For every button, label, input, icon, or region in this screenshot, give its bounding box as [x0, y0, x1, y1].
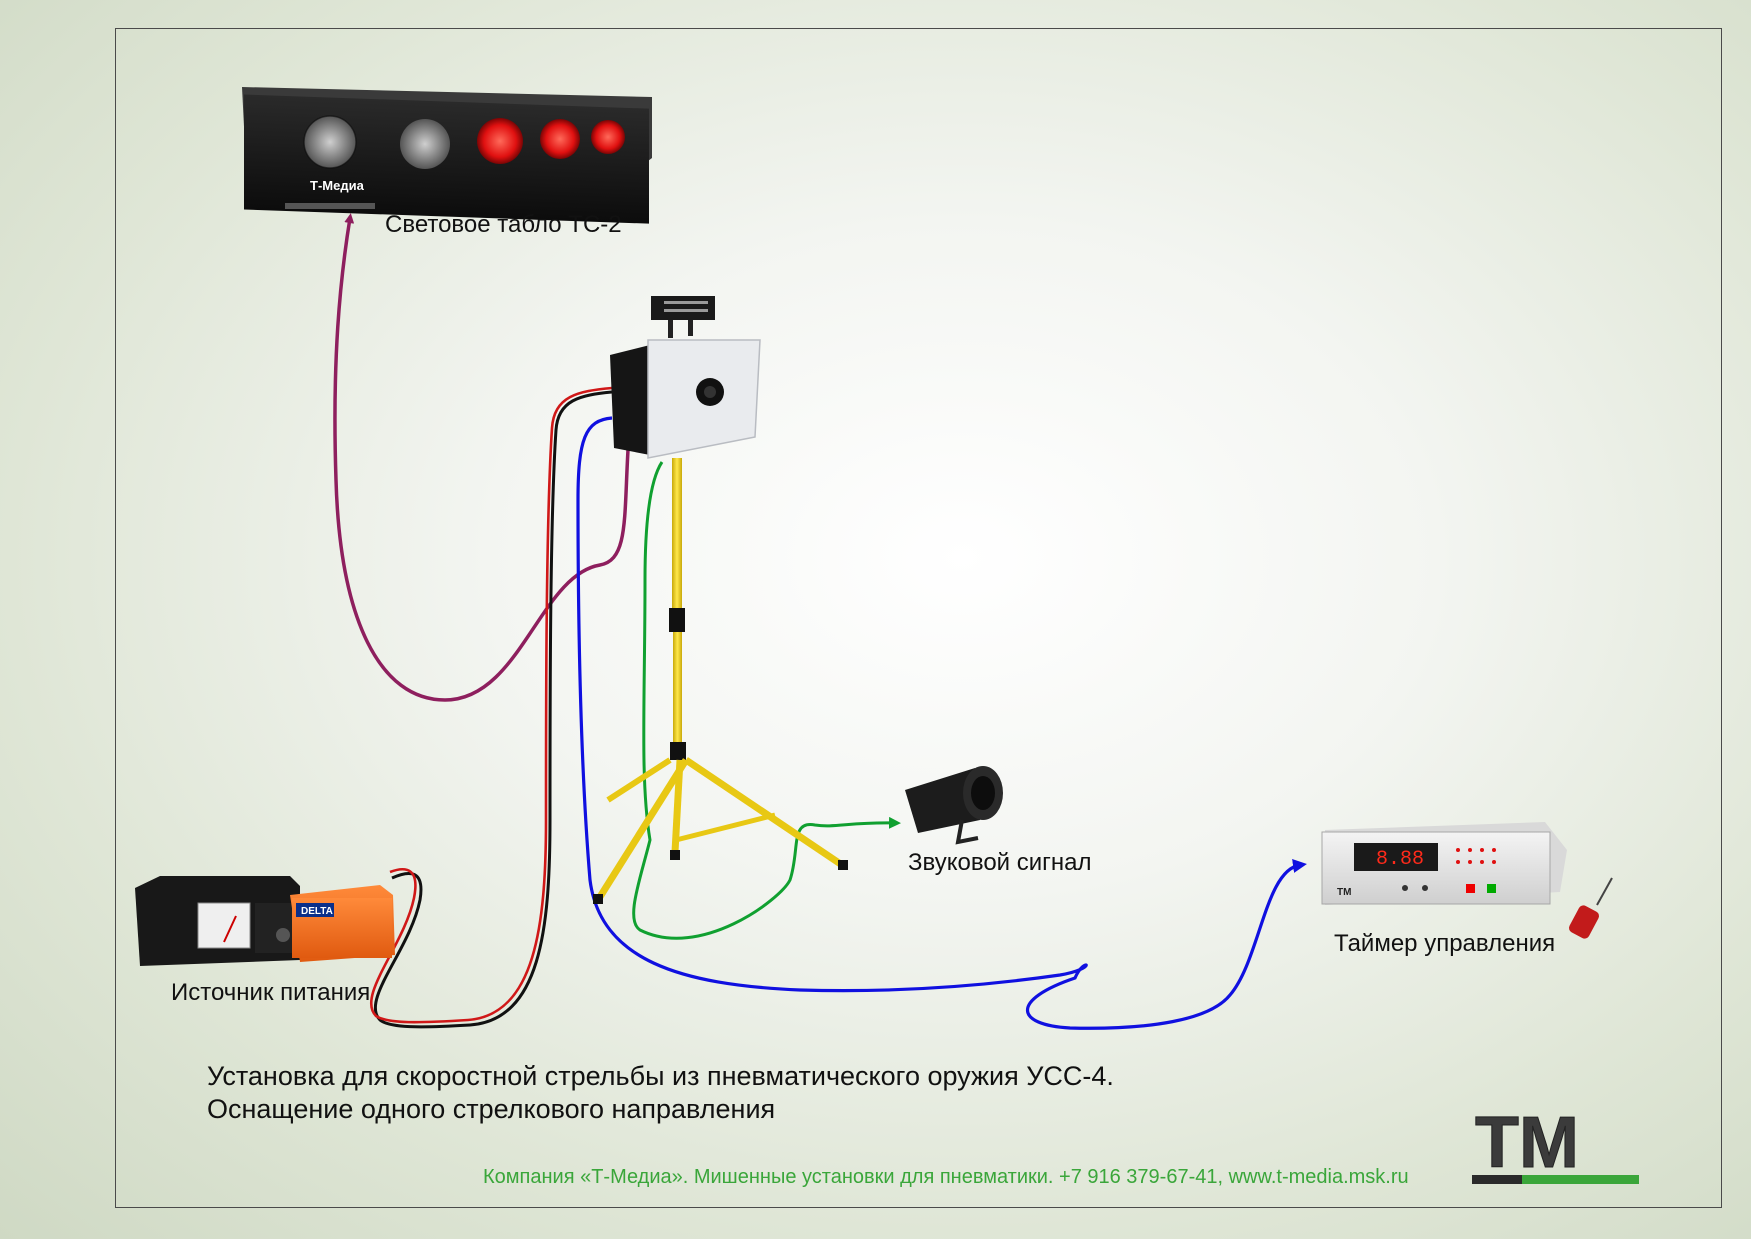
label-light-board: Световое табло ТС-2	[385, 211, 622, 238]
cable-green	[632, 461, 901, 940]
cable-blue	[576, 416, 1307, 1030]
battery-brand: DELTA	[301, 906, 333, 917]
cable-purple	[333, 213, 630, 702]
label-control-timer: Таймер управления	[1334, 930, 1556, 957]
led-on-3	[591, 120, 625, 154]
diagram-frame	[115, 28, 1722, 1208]
led-on-2	[540, 119, 580, 159]
label-power-source: Источник питания	[171, 979, 371, 1006]
light-board-tc2: Т-Медиа	[242, 87, 652, 224]
logo-text: ТМ	[1475, 1103, 1579, 1183]
label-sound-signal: Звуковой сигнал	[908, 849, 1092, 876]
led-off-1	[304, 116, 356, 168]
timer-display: 8.88	[1376, 848, 1424, 871]
led-on-1	[477, 118, 523, 164]
diagram-title-line2: Оснащение одного стрелкового направления	[207, 1094, 776, 1124]
control-timer-device: 8.88 TM	[1321, 822, 1567, 905]
cable-black	[373, 390, 613, 1029]
led-off-2	[400, 119, 450, 169]
target-unit	[610, 296, 761, 459]
sound-signal-device	[905, 766, 1003, 845]
timer-logo: TM	[1337, 887, 1351, 898]
tripod	[593, 458, 848, 904]
board-brand-text: Т-Медиа	[310, 178, 365, 193]
company-footer: Компания «Т-Медиа». Мишенные установки д…	[483, 1166, 1409, 1188]
tm-logo: ТМ	[1472, 1103, 1639, 1184]
diagram-title-line1: Установка для скоростной стрельбы из пне…	[207, 1061, 1114, 1091]
cable-red	[369, 386, 613, 1024]
remote-control	[1569, 877, 1613, 939]
battery: DELTA	[290, 885, 395, 962]
power-supply-device	[135, 876, 300, 966]
